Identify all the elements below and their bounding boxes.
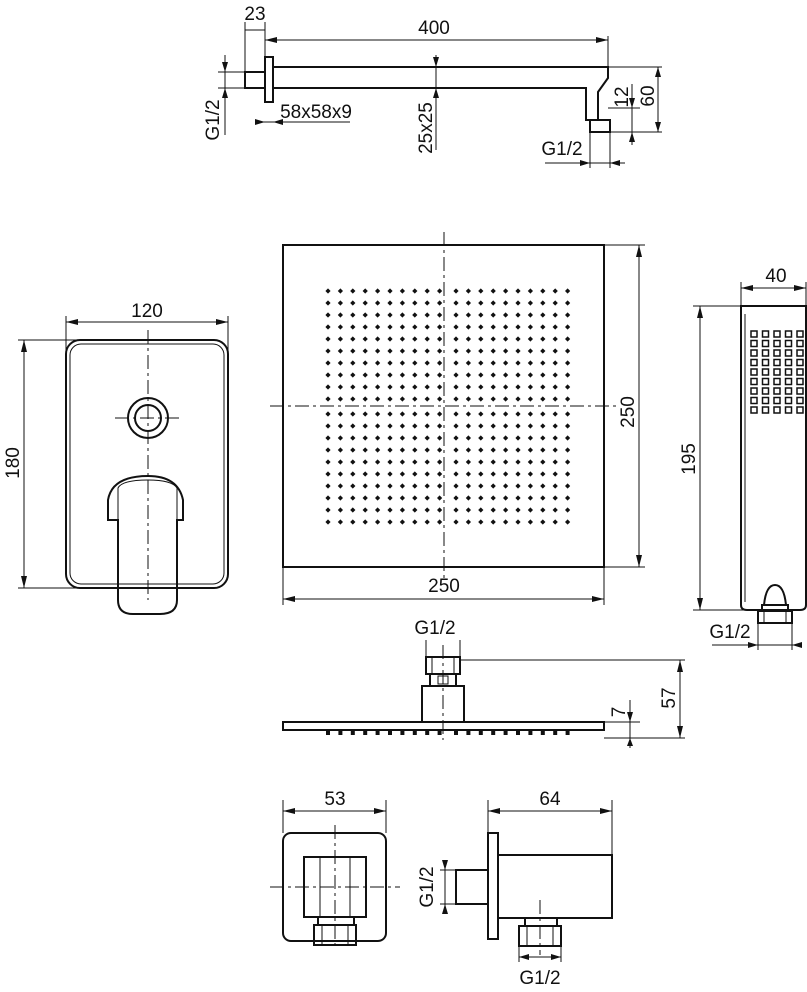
rain-head-side-view: G1/2 57 7 [282,618,685,748]
arm-inlet-stub [244,71,266,89]
wall-outlet-side-view: 64 G1/2 G1/2 [417,789,613,989]
mixer-height-label: 180 [3,447,24,479]
wall-outlet-side-body [497,854,613,919]
arm-section-label: 25x25 [416,102,437,154]
arm-total-height-label: 60 [638,85,659,106]
rain-head-width-label: 250 [428,576,460,597]
hand-shower-length-label: 195 [679,443,700,475]
wall-outlet-side-flange [487,832,499,940]
rain-head-height-label: 250 [618,396,639,428]
hand-shower-thread-label: G1/2 [709,622,750,643]
hand-shower-outlet-nut [757,610,793,624]
wall-outlet-width-label: 53 [324,789,345,810]
rain-head-plate-thickness-label: 7 [609,707,630,718]
shower-arm-view: 23 400 G1/2 58x58x9 25x25 12 [203,4,662,168]
arm-flange-thickness-label: 23 [244,4,265,25]
hand-shower-nozzle-grid [750,330,804,414]
hand-shower-width-label: 40 [765,266,786,287]
arm-drop-label: 12 [612,86,633,107]
rain-head-thread-label: G1/2 [414,618,455,639]
arm-wall-flange [264,56,274,103]
mixer-lever [107,474,184,615]
arm-flange-size-label: 58x58x9 [280,102,352,123]
hand-shower-body [740,305,807,611]
wall-outlet-hose-thread-label: G1/2 [519,968,560,989]
arm-outlet-thread-label: G1/2 [541,139,582,160]
rain-head-nozzle-grid [325,288,571,525]
wall-outlet-depth-label: 64 [539,789,561,810]
mixer-panel-view: 120 180 [3,301,229,615]
rain-head-total-height-label: 57 [659,687,680,708]
mixer-cover-plate [65,339,229,589]
hand-shower-view: 40 195 G1/2 [679,266,807,650]
arm-length-label: 400 [418,18,450,39]
arm-outlet-nut [589,119,611,133]
mixer-width-label: 120 [131,301,163,322]
wall-outlet-front-view: 53 [270,789,400,950]
rain-head-top-view: 250 250 [270,232,645,605]
wall-outlet-side-inlet [455,869,489,905]
arm-inlet-thread-label: G1/2 [203,99,224,140]
wall-outlet-inlet-thread-label: G1/2 [417,866,438,907]
